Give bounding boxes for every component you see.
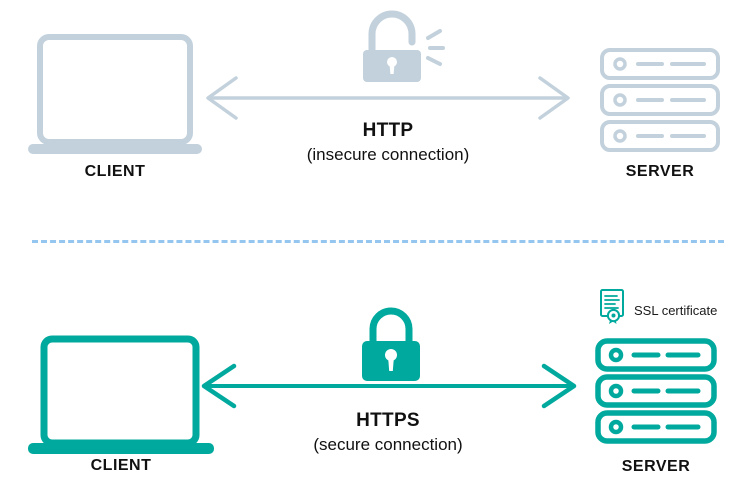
double-headed-arrow-icon [206,76,570,120]
protocol-description-https: (secure connection) [313,435,463,454]
server-rack-icon [595,338,717,444]
client-label-insecure: CLIENT [84,163,146,180]
unlocked-padlock-insecure [358,10,456,84]
connection-arrow-insecure [202,72,574,124]
protocol-label-insecure: HTTP (insecure connection) [238,118,538,167]
locked-padlock-icon [362,307,420,381]
laptop-icon [28,335,214,454]
protocol-label-secure: HTTPS (secure connection) [238,408,538,457]
ssl-certificate-badge [598,289,630,325]
protocol-name-https: HTTPS [356,410,420,431]
ssl-certificate-label: SSL certificate [634,303,718,318]
protocol-description-http: (insecure connection) [306,145,470,164]
server-rack-icon [600,48,720,152]
connection-arrow-secure [196,362,582,410]
server-rack-insecure [600,48,720,154]
section-divider [32,240,724,243]
server-rack-secure [595,338,717,446]
client-laptop-insecure [28,32,208,160]
client-label-secure: CLIENT [90,457,152,474]
server-label-secure: SERVER [621,458,691,475]
unlocked-padlock-icon [363,10,445,82]
double-headed-arrow-icon [201,363,577,409]
laptop-icon [28,34,202,154]
server-label-insecure: SERVER [625,163,695,180]
client-laptop-secure [28,335,218,455]
certificate-icon [600,289,624,324]
locked-padlock-secure [358,305,428,383]
protocol-name-http: HTTP [362,120,414,141]
